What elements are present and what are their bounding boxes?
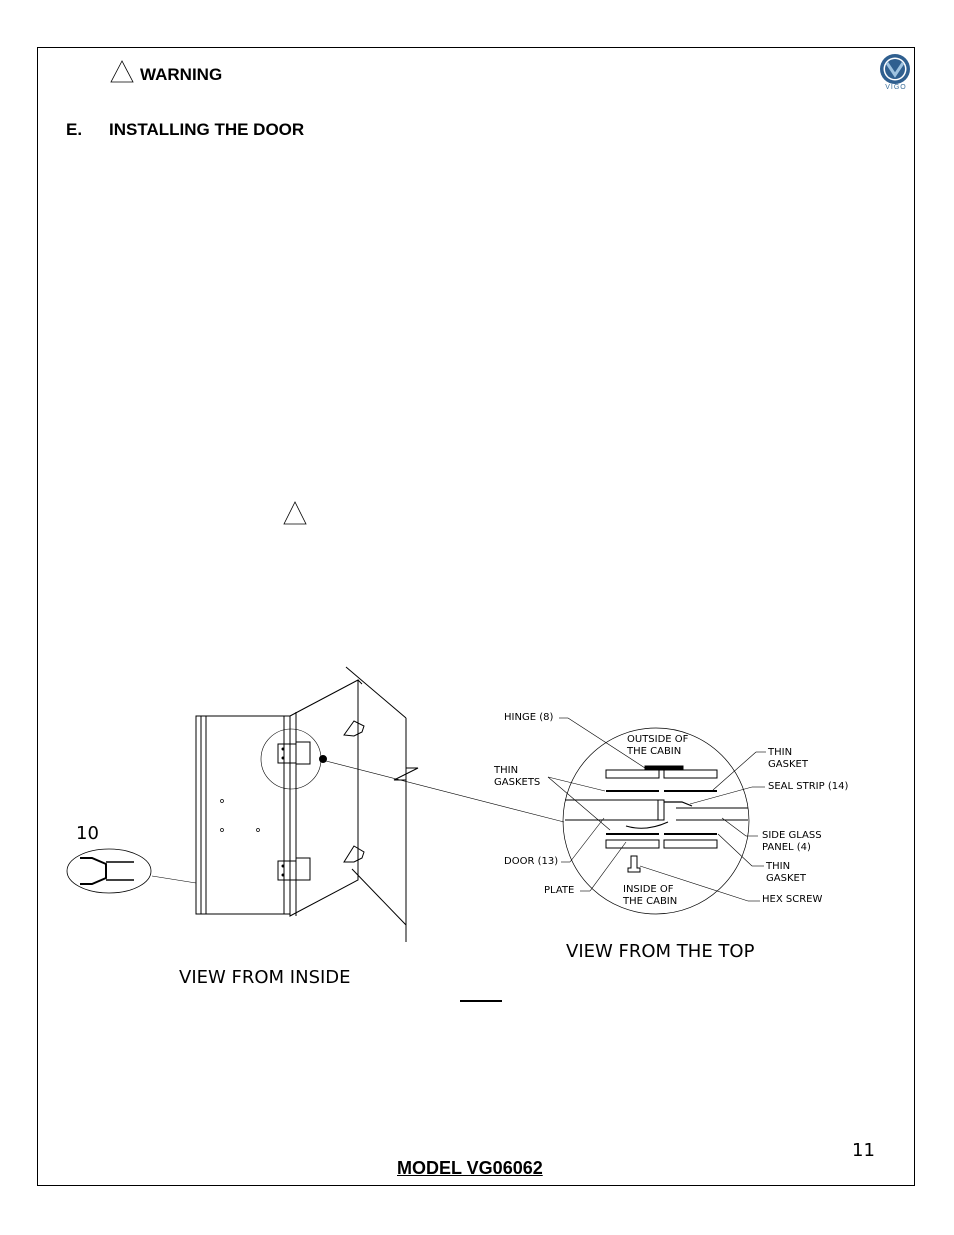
label-thin-gasket-bottom-2: GASKET bbox=[766, 873, 806, 884]
warning-triangle-icon-2 bbox=[283, 501, 307, 525]
view-from-top-drawing bbox=[547, 717, 766, 915]
label-inside-1: INSIDE OF bbox=[623, 884, 674, 895]
label-plate: PLATE bbox=[544, 885, 575, 896]
logo-text: VIGO bbox=[885, 84, 907, 91]
label-thin-gasket-top-2: GASKET bbox=[768, 759, 808, 770]
section-title: INSTALLING THE DOOR bbox=[109, 120, 305, 139]
warning-title: WARNING bbox=[140, 65, 223, 84]
label-thin-gasket-top-1: THIN bbox=[768, 747, 793, 758]
callout-number: 10 bbox=[76, 823, 99, 844]
view-from-inside-drawing bbox=[66, 666, 565, 942]
caption-view-from-top: VIEW FROM THE TOP bbox=[566, 941, 755, 962]
label-inside-2: THE CABIN bbox=[623, 896, 678, 907]
label-hex-screw: HEX SCREW bbox=[762, 894, 823, 905]
label-hinge: HINGE (8) bbox=[504, 712, 554, 723]
label-thin-gaskets-1: THIN bbox=[494, 765, 519, 776]
page-number: 11 bbox=[852, 1140, 875, 1161]
label-outside-2: THE CABIN bbox=[627, 746, 682, 757]
label-thin-gaskets-2: GASKETS bbox=[494, 777, 541, 788]
caption-view-from-inside: VIEW FROM INSIDE bbox=[179, 967, 351, 988]
label-door: DOOR (13) bbox=[504, 856, 559, 867]
label-seal-strip: SEAL STRIP (14) bbox=[768, 781, 849, 792]
vigo-logo-icon bbox=[880, 54, 910, 84]
label-side-glass-1: SIDE GLASS bbox=[762, 830, 822, 841]
warning-triangle-icon bbox=[110, 60, 134, 83]
label-thin-gasket-bottom-1: THIN bbox=[766, 861, 791, 872]
label-outside-1: OUTSIDE OF bbox=[627, 734, 689, 745]
model-number: MODEL VG06062 bbox=[397, 1158, 543, 1178]
section-letter: E. bbox=[66, 120, 83, 139]
page-frame bbox=[37, 47, 915, 1186]
underline-mark bbox=[460, 1000, 502, 1002]
label-side-glass-2: PANEL (4) bbox=[762, 842, 811, 853]
